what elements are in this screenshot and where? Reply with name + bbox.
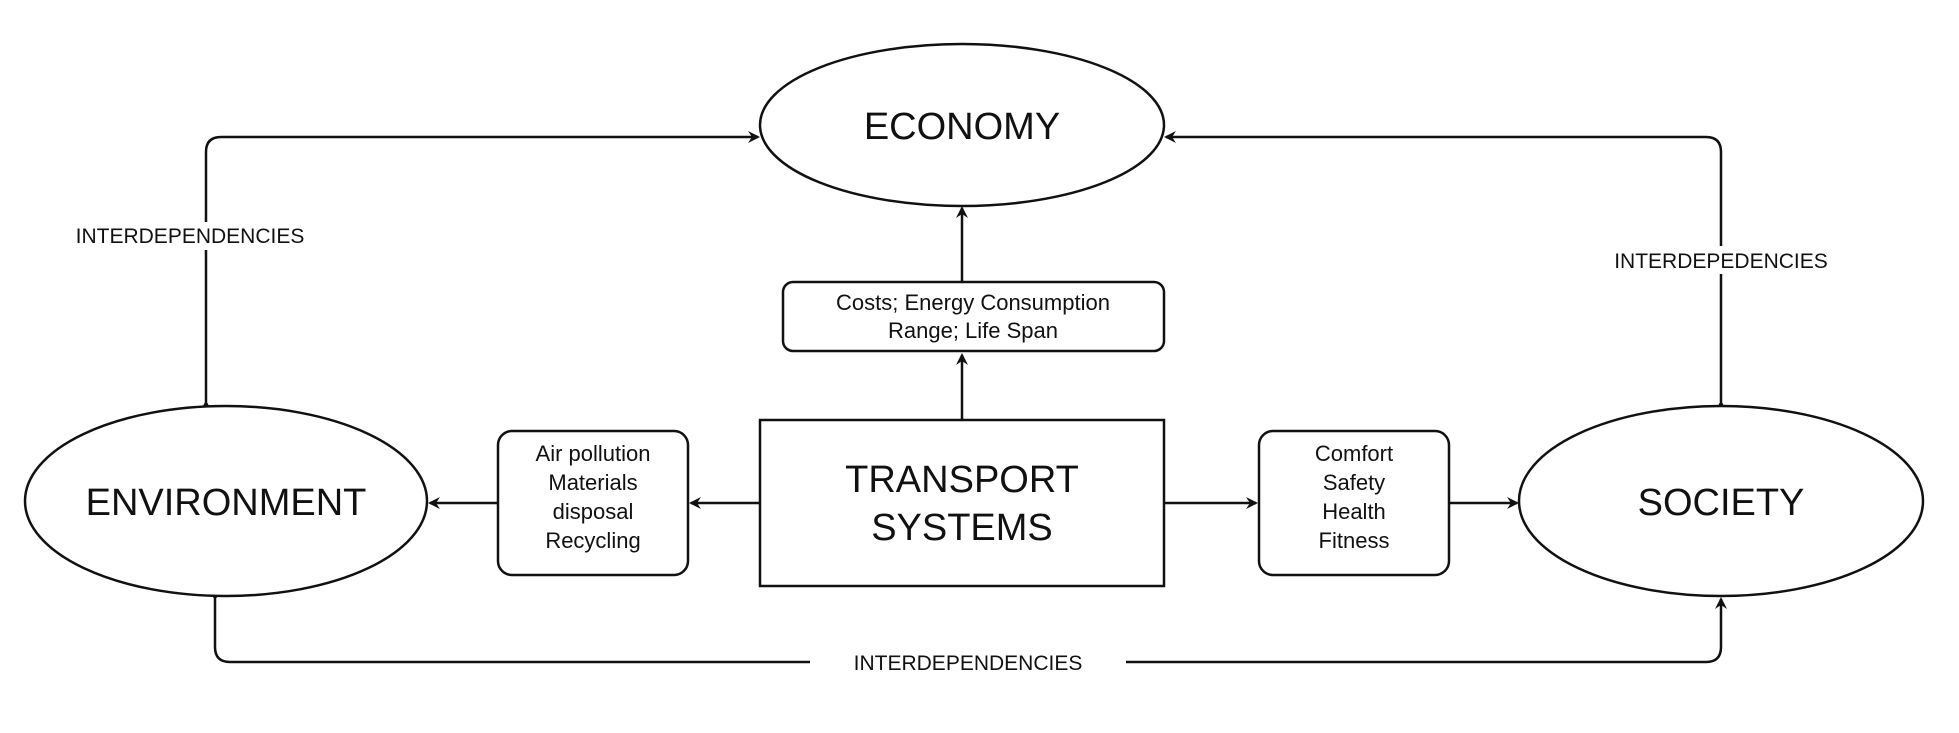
society-economy-connector (1164, 131, 1727, 412)
economy-label: ECONOMY (864, 106, 1060, 148)
economy-factor: Range; Life Span (888, 318, 1058, 343)
transport-systems-node: TRANSPORT SYSTEMS (758, 418, 1166, 588)
environment-factor: Materials (548, 470, 637, 495)
society-factor: Health (1322, 499, 1386, 524)
economy-factors-box: Costs; Energy Consumption Range; Life Sp… (781, 280, 1166, 353)
society-factors-box: Comfort Safety Health Fitness (1257, 429, 1451, 577)
society-label: SOCIETY (1638, 482, 1805, 524)
economy-factor: Costs; Energy Consumption (836, 290, 1110, 315)
society-factor: Fitness (1319, 528, 1390, 553)
env-economy-label: INTERDEPENDENCIES (76, 225, 305, 248)
env-society-label: INTERDEPENDENCIES (854, 652, 1083, 675)
economy-node: ECONOMY (758, 42, 1166, 208)
transport-label-line1: TRANSPORT (845, 459, 1079, 501)
environment-factor: disposal (553, 499, 634, 524)
environment-label: ENVIRONMENT (86, 482, 367, 524)
society-node: SOCIETY (1517, 404, 1925, 598)
society-factor: Safety (1323, 470, 1385, 495)
env-economy-connector (200, 131, 760, 412)
environment-factor: Recycling (545, 528, 640, 553)
society-economy-label: INTERDEPEDENCIES (1614, 250, 1828, 273)
environment-node: ENVIRONMENT (23, 404, 429, 598)
society-factor: Comfort (1315, 441, 1393, 466)
environment-factors-box: Air pollution Materials disposal Recycli… (496, 429, 690, 577)
transport-label-line2: SYSTEMS (871, 507, 1053, 549)
environment-factor: Air pollution (536, 441, 651, 466)
